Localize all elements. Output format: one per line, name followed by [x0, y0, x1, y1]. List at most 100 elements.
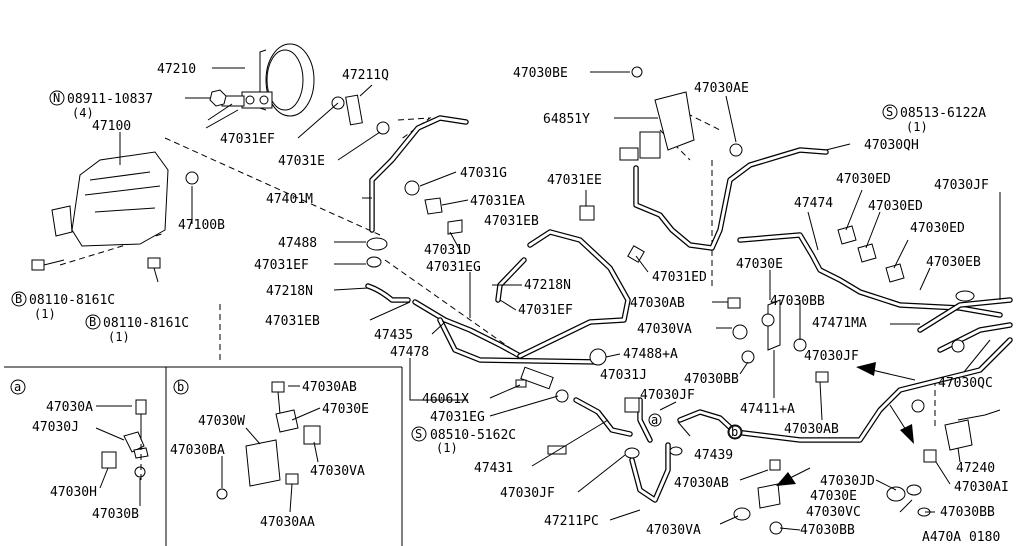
inset-b-parts	[216, 381, 321, 513]
label-47031EA: 47031EA	[470, 194, 525, 209]
circle-marker-a-inline: a	[648, 413, 662, 427]
circle-marker-S-1: S	[411, 426, 427, 442]
label-08513: 08513-6122A	[900, 106, 986, 121]
label-47474: 47474	[794, 196, 833, 211]
label-47031EG-a: 47031EG	[426, 260, 481, 275]
label-47030JF-a: 47030JF	[500, 486, 555, 501]
leader-lines	[119, 67, 1001, 531]
label-47030AB-b: 47030AB	[674, 476, 729, 491]
label-47031G: 47031G	[460, 166, 507, 181]
clip-47031EE	[579, 205, 645, 263]
label-47030E-b: 47030E	[810, 489, 857, 504]
label-08513-qty: (1)	[906, 120, 928, 134]
pipe-47435	[412, 299, 603, 365]
label-47030ED-a: 47030ED	[836, 172, 891, 187]
diagram-code: A470A 0180	[922, 530, 1000, 545]
label-47030BB-c: 47030BB	[800, 523, 855, 538]
label-47030BB-b: 47030BB	[770, 294, 825, 309]
pipe-47431	[547, 397, 633, 455]
clip-47030ED	[837, 225, 905, 283]
label-47211Q: 47211Q	[342, 68, 389, 83]
label-47030VC: 47030VC	[806, 505, 861, 520]
label-47471MA: 47471MA	[812, 316, 867, 331]
label-inset-b-47030W: 47030W	[198, 414, 245, 429]
pipe-47474	[737, 232, 1003, 318]
svg-text:S: S	[415, 427, 422, 441]
label-47031EF-a: 47031EF	[220, 132, 275, 147]
label-08110-a-qty: (1)	[34, 307, 56, 321]
label-47031E: 47031E	[278, 154, 325, 169]
bolt-icon	[31, 257, 161, 283]
label-47030VA-b: 47030VA	[646, 523, 701, 538]
circle-marker-a: a	[10, 379, 26, 395]
label-47031EF-c: 47031EF	[518, 303, 573, 318]
label-inset-b-47030AB: 47030AB	[302, 380, 357, 395]
label-47488: 47488	[278, 236, 317, 251]
label-47030AB-a: 47030AB	[630, 296, 685, 311]
circle-marker-b: b	[173, 379, 189, 395]
label-47031EB-b: 47031EB	[265, 314, 320, 329]
label-inset-b-47030BA: 47030BA	[170, 443, 225, 458]
label-inset-a-47030J: 47030J	[32, 420, 79, 435]
label-47030AE: 47030AE	[694, 81, 749, 96]
label-inset-a-47030H: 47030H	[50, 485, 97, 500]
fluid-reservoir	[51, 151, 199, 247]
label-47031EG-b: 47031EG	[430, 410, 485, 425]
label-47030JF-b: 47030JF	[640, 388, 695, 403]
pipe-47030QH	[633, 147, 829, 251]
clip-icon	[404, 180, 463, 235]
label-46061X: 46061X	[422, 392, 469, 407]
label-47030BB-a: 47030BB	[684, 372, 739, 387]
hose-47218N-left	[365, 283, 411, 303]
label-47031D: 47031D	[424, 243, 471, 258]
label-47218N-a: 47218N	[524, 278, 571, 293]
label-inset-b-47030VA: 47030VA	[310, 464, 365, 479]
label-47030BB-d: 47030BB	[940, 505, 995, 520]
label-47030QC: 47030QC	[938, 376, 993, 391]
brake-booster-assembly	[205, 43, 315, 129]
label-47030AB-c: 47030AB	[784, 422, 839, 437]
label-08110-b-qty: (1)	[108, 330, 130, 344]
label-47030JF-d: 47030JF	[804, 349, 859, 364]
svg-text:N: N	[53, 91, 60, 105]
clamp-47030E	[733, 459, 931, 535]
label-inset-b-47030AA: 47030AA	[260, 515, 315, 530]
label-inset-a-47030B: 47030B	[92, 507, 139, 522]
label-64851Y: 64851Y	[543, 112, 590, 127]
label-47401M: 47401M	[266, 192, 313, 207]
label-47411A: 47411+A	[740, 402, 795, 417]
label-47100B: 47100B	[178, 218, 225, 233]
label-47030EB: 47030EB	[926, 255, 981, 270]
label-47100: 47100	[92, 119, 131, 134]
inset-frame	[4, 366, 403, 546]
nut-icon	[209, 89, 227, 107]
inset-a-parts	[95, 399, 149, 506]
svg-text:a: a	[651, 413, 658, 427]
label-inset-b-47030E: 47030E	[322, 402, 369, 417]
hose-47211PC	[624, 442, 683, 503]
label-08911-qty: (4)	[72, 106, 94, 120]
label-47439: 47439	[694, 448, 733, 463]
label-47030E-a: 47030E	[736, 257, 783, 272]
svg-text:a: a	[14, 380, 21, 394]
label-47030JF-c: 47030JF	[934, 178, 989, 193]
label-47218N-b: 47218N	[266, 284, 313, 299]
label-inset-a-47030A: 47030A	[46, 400, 93, 415]
circle-marker-b-inline: b	[728, 425, 742, 439]
label-47435: 47435	[374, 328, 413, 343]
pipe-47401M	[369, 115, 469, 233]
svg-text:B: B	[15, 292, 22, 306]
label-08911: 08911-10837	[67, 92, 153, 107]
label-47240: 47240	[956, 461, 995, 476]
label-47030BE: 47030BE	[513, 66, 568, 81]
label-08110-a: 08110-8161C	[29, 293, 115, 308]
circle-marker-B-2: B	[85, 314, 101, 330]
label-47211PC: 47211PC	[544, 514, 599, 529]
valve-64851Y	[619, 66, 743, 161]
label-47031EB-a: 47031EB	[484, 214, 539, 229]
label-47488A: 47488+A	[623, 347, 678, 362]
label-47030ED-c: 47030ED	[910, 221, 965, 236]
label-47030JD: 47030JD	[820, 474, 875, 489]
label-47031J: 47031J	[600, 368, 647, 383]
